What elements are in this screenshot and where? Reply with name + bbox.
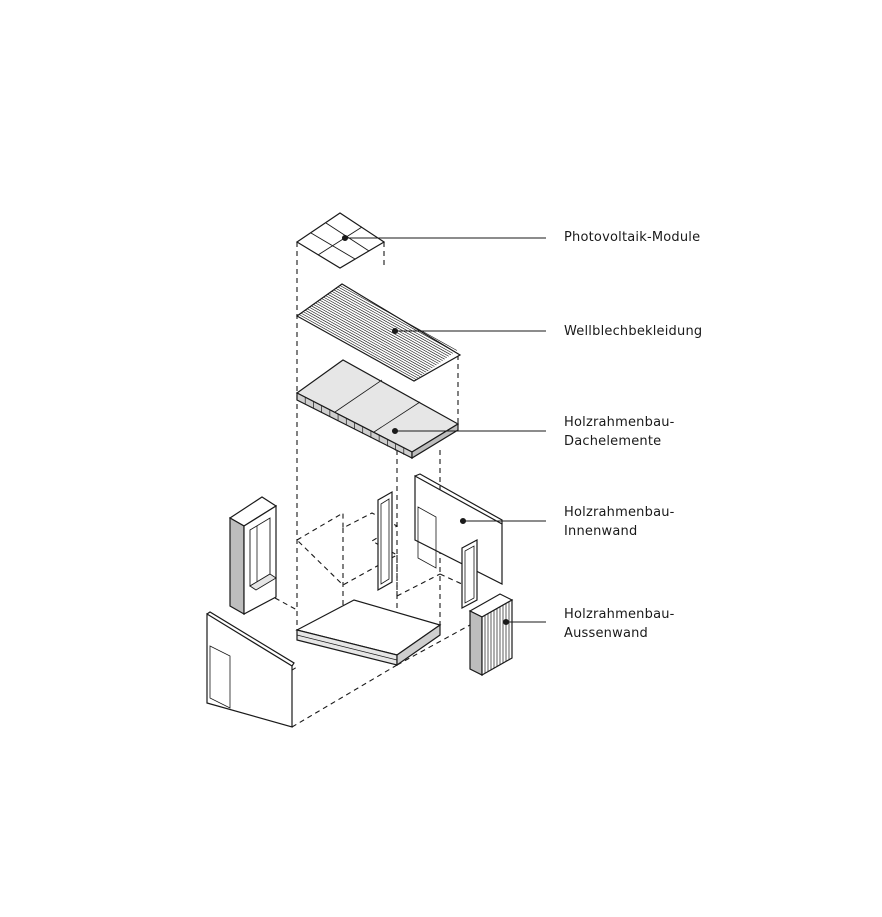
corrugation-rib bbox=[337, 286, 456, 353]
wellblechbekleidung bbox=[295, 283, 462, 382]
tuerrahmen bbox=[377, 490, 393, 592]
corrugation-rib bbox=[317, 301, 435, 367]
photovoltaik-module bbox=[295, 212, 386, 269]
label-innen-line1: Holzrahmenbau- bbox=[564, 505, 675, 520]
corrugation-rib bbox=[313, 304, 431, 370]
corrugation-rib bbox=[321, 298, 439, 364]
corrugation-rib bbox=[315, 302, 433, 369]
corrugation-rib bbox=[335, 288, 454, 354]
label-dachelemente: Holzrahmenbau- Dachelemente bbox=[564, 413, 675, 451]
corrugation-rib bbox=[300, 312, 419, 379]
label-dach-line1: Holzrahmenbau- bbox=[564, 415, 675, 430]
corrugation-rib bbox=[298, 314, 417, 380]
label-dach-line2: Dachelemente bbox=[564, 434, 662, 449]
leader-lines bbox=[341, 234, 546, 626]
label-innen-line2: Innenwand bbox=[564, 524, 638, 539]
holzrahmenbau-dachelemente bbox=[295, 359, 460, 460]
corrugation-rib bbox=[329, 292, 447, 358]
corrugation-rib bbox=[309, 307, 427, 373]
label-photovoltaik-text: Photovoltaik-Module bbox=[564, 230, 701, 245]
holzrahmenbau-innenwand bbox=[414, 473, 503, 609]
corrugation-rib bbox=[302, 311, 421, 377]
corrugation-rib bbox=[311, 305, 429, 372]
label-aussenwand: Holzrahmenbau- Aussenwand bbox=[564, 605, 675, 643]
projection-lines bbox=[229, 242, 476, 728]
label-photovoltaik-module: Photovoltaik-Module bbox=[564, 228, 700, 247]
corrugation-rib bbox=[333, 289, 451, 356]
label-aussen-line1: Holzrahmenbau- bbox=[564, 607, 675, 622]
holzrahmenbau-aussenwand-left-tall bbox=[228, 496, 278, 616]
corrugation-rib bbox=[323, 296, 441, 363]
label-wellblech-text: Wellblechbekleidung bbox=[564, 324, 703, 339]
holzrahmenbau-aussenwand-lower-left bbox=[206, 611, 295, 728]
corrugation-rib bbox=[327, 293, 445, 360]
corrugation-rib bbox=[319, 299, 437, 366]
bodenplatte bbox=[295, 599, 442, 667]
corrugation-rib bbox=[325, 295, 443, 361]
corrugation-rib bbox=[331, 291, 449, 357]
label-wellblechbekleidung: Wellblechbekleidung bbox=[564, 322, 702, 341]
corrugation-rib bbox=[305, 309, 423, 376]
corrugation-rib bbox=[307, 308, 425, 374]
label-innenwand: Holzrahmenbau- Innenwand bbox=[564, 503, 675, 541]
holzrahmenbau-aussenwand bbox=[468, 593, 514, 677]
label-aussen-line2: Aussenwand bbox=[564, 626, 649, 641]
corrugation-rib bbox=[339, 285, 458, 351]
